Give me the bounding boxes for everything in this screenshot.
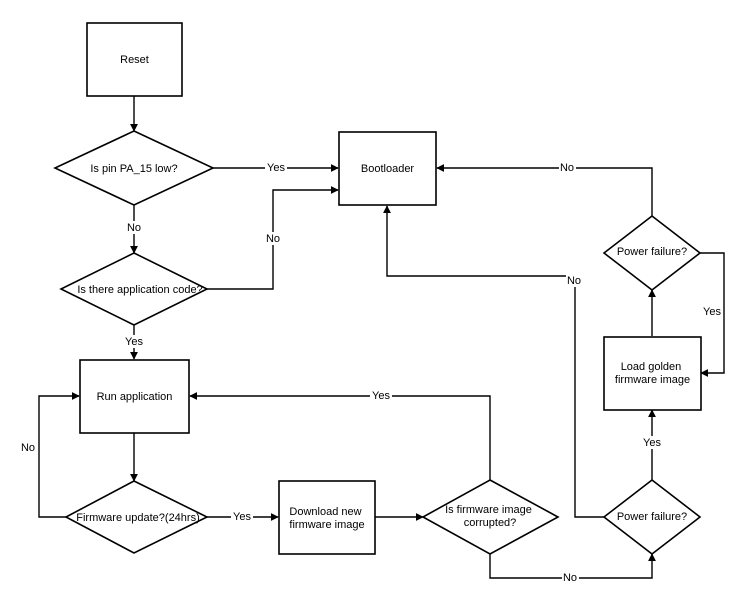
edge-corrupted-yes-to-run [189, 392, 491, 480]
edge-label-pin-yes: Yes [265, 161, 287, 174]
node-reset-label: Reset [120, 54, 149, 66]
node-power-failure-top-label: Power failure? [617, 246, 687, 258]
edge-label-corrupted-no: No [562, 571, 579, 584]
node-pin-check-label: Is pin PA_15 low? [90, 163, 177, 175]
node-power-failure-bottom-label: Power failure? [617, 511, 687, 523]
edge-labels: Yes No No Yes No Yes Yes No [19, 161, 723, 584]
node-download-firmware: Download new firmware image [278, 480, 376, 555]
node-app-code: Is there application code? [59, 252, 209, 326]
node-firmware-corrupted-line-2: corrupted? [464, 517, 517, 529]
edge-label-power-bottom-yes: Yes [641, 436, 663, 449]
node-power-failure-top: Power failure? [602, 214, 702, 292]
edge-label-power-bottom-no: No [566, 274, 583, 287]
svg-text:Yes: Yes [267, 162, 285, 174]
node-download-firmware-line-1: Download new [289, 506, 361, 518]
node-firmware-corrupted-label: Is firmware image corrupted? [445, 504, 535, 529]
edge-label-power-top-no: No [559, 161, 576, 174]
edge-label-corrupted-yes: Yes [370, 389, 392, 402]
edge-label-app-no: No [265, 232, 282, 245]
edge-label-update-no: No [19, 441, 36, 454]
node-app-code-label: Is there application code? [77, 284, 202, 296]
edge-power-top-yes-to-load-golden [700, 252, 725, 377]
node-download-firmware-line-2: firmware image [289, 519, 364, 531]
node-load-golden-firmware-line-1: Load golden [621, 361, 682, 373]
edge-label-power-top-yes: Yes [701, 305, 723, 318]
svg-text:No: No [127, 222, 141, 234]
node-reset: Reset [86, 22, 183, 97]
svg-text:Yes: Yes [233, 511, 251, 523]
node-load-golden-firmware: Load golden firmware image [603, 336, 702, 411]
edge-label-pin-no: No [126, 221, 143, 234]
node-firmware-update-label: Firmware update?(24hrs) [76, 512, 200, 524]
node-firmware-corrupted: Is firmware image corrupted? [421, 479, 560, 555]
svg-text:No: No [563, 572, 577, 584]
svg-text:No: No [560, 162, 574, 174]
edge-power-top-no-to-bootloader [436, 164, 653, 216]
nodes: Reset Is pin PA_15 low? Bootloader Is th… [53, 22, 702, 556]
edge-label-app-yes: Yes [123, 335, 145, 348]
node-download-firmware-label: Download new firmware image [289, 506, 364, 531]
node-pin-check: Is pin PA_15 low? [53, 130, 215, 206]
node-load-golden-firmware-line-2: firmware image [615, 374, 690, 386]
node-run-application: Run application [79, 359, 190, 434]
edge-label-update-yes: Yes [231, 510, 253, 523]
svg-text:Yes: Yes [125, 336, 143, 348]
node-firmware-corrupted-line-1: Is firmware image [445, 504, 532, 516]
svg-text:Yes: Yes [372, 390, 390, 402]
node-bootloader-label: Bootloader [361, 163, 415, 175]
svg-text:No: No [21, 442, 35, 454]
node-bootloader: Bootloader [338, 131, 437, 206]
edge-update-no-to-run [38, 392, 80, 518]
node-firmware-update: Firmware update?(24hrs) [64, 480, 209, 554]
svg-text:No: No [567, 275, 581, 287]
node-run-application-label: Run application [97, 391, 173, 403]
svg-text:No: No [266, 233, 280, 245]
edge-power-bottom-no-to-bootloader [383, 205, 604, 518]
svg-text:Yes: Yes [643, 437, 661, 449]
node-load-golden-firmware-label: Load golden firmware image [615, 361, 690, 386]
node-power-failure-bottom: Power failure? [602, 478, 702, 556]
svg-text:Yes: Yes [703, 306, 721, 318]
